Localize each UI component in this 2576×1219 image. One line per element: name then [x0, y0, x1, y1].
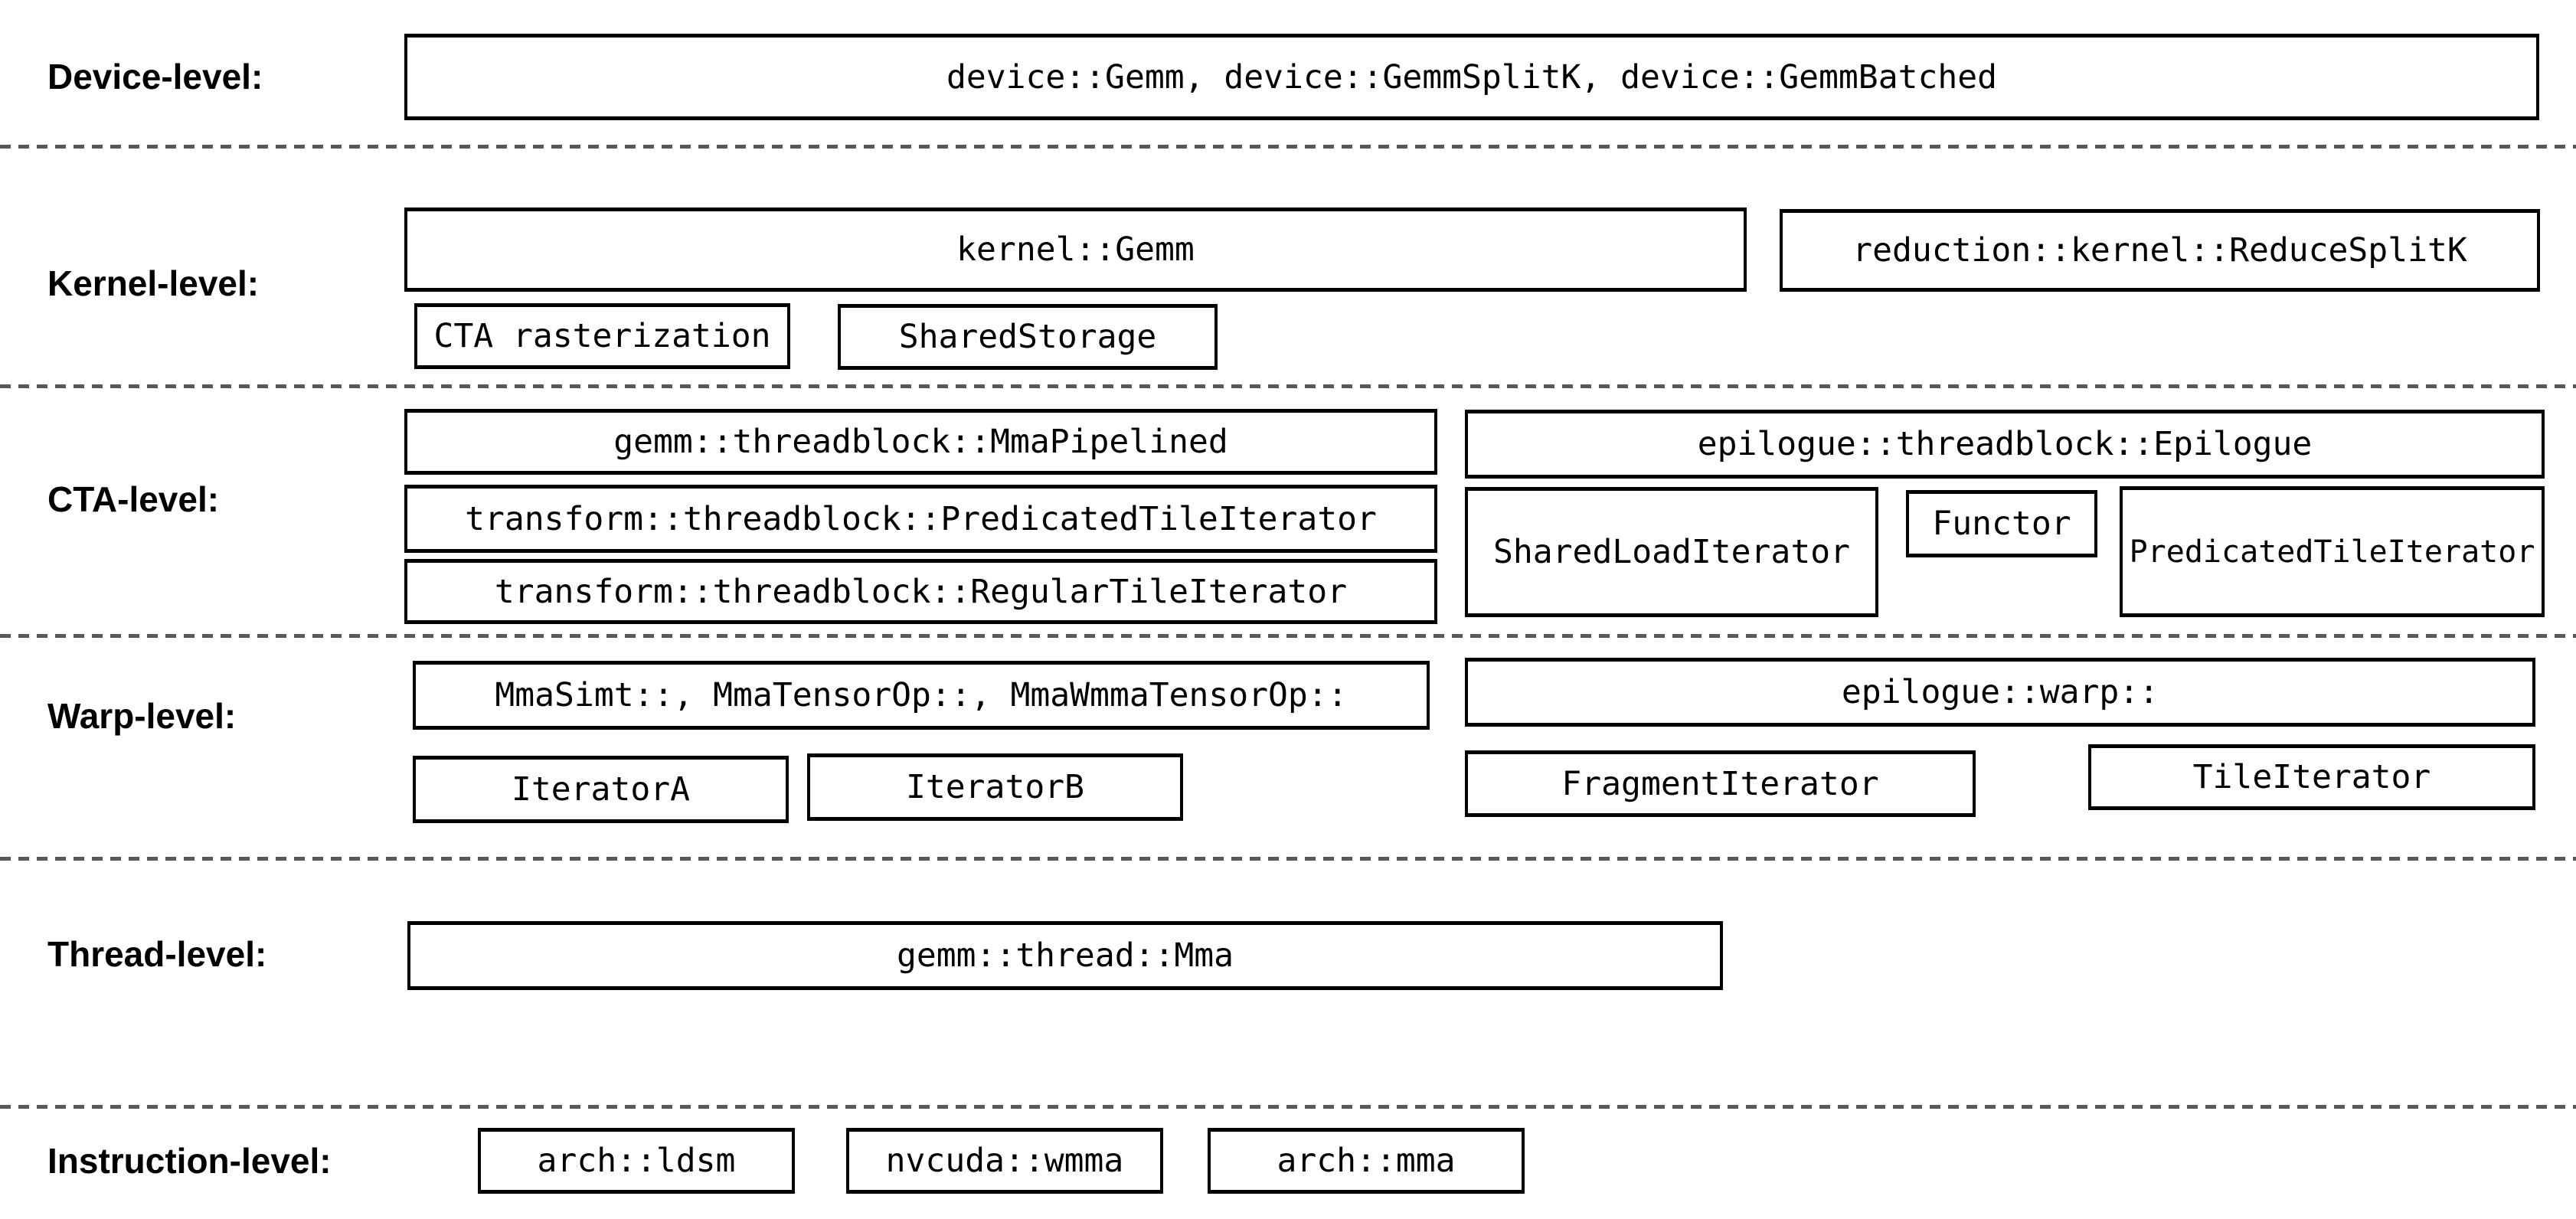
iterator-b-box: IteratorB — [807, 753, 1183, 821]
epilogue-threadblock-box: epilogue::threadblock::Epilogue — [1465, 410, 2545, 479]
cta-level-label: CTA-level: — [47, 479, 220, 519]
kernel-level-label: Kernel-level: — [47, 263, 260, 303]
divider-kernel-cta — [0, 384, 2576, 388]
instruction-level-label: Instruction-level: — [47, 1141, 332, 1181]
functor-box: Functor — [1906, 490, 2097, 557]
divider-warp-thread — [0, 857, 2576, 861]
epilogue-predicated-tile-iterator-box: PredicatedTileIterator — [2120, 486, 2545, 617]
thread-mma-box: gemm::thread::Mma — [407, 921, 1723, 990]
warp-level-label: Warp-level: — [47, 696, 237, 736]
divider-cta-warp — [0, 634, 2576, 638]
kernel-gemm-box: kernel::Gemm — [404, 208, 1747, 292]
device-level-label: Device-level: — [47, 57, 263, 96]
fragment-iterator-box: FragmentIterator — [1465, 750, 1976, 817]
reduce-splitk-box: reduction::kernel::ReduceSplitK — [1780, 209, 2540, 292]
arch-mma-box: arch::mma — [1208, 1128, 1525, 1194]
mma-pipelined-box: gemm::threadblock::MmaPipelined — [404, 409, 1437, 475]
iterator-a-box: IteratorA — [413, 756, 789, 823]
divider-device-kernel — [0, 145, 2576, 149]
warp-mma-ops-box: MmaSimt::, MmaTensorOp::, MmaWmmaTensorO… — [413, 661, 1430, 730]
regular-tile-iterator-box: transform::threadblock::RegularTileItera… — [404, 559, 1437, 624]
device-gemm-box: device::Gemm, device::GemmSplitK, device… — [404, 34, 2539, 120]
thread-level-label: Thread-level: — [47, 934, 267, 974]
nvcuda-wmma-box: nvcuda::wmma — [846, 1128, 1163, 1194]
divider-thread-instruction — [0, 1105, 2576, 1109]
epilogue-warp-box: epilogue::warp:: — [1465, 658, 2535, 727]
cta-rasterization-box: CTA rasterization — [414, 303, 790, 369]
tile-iterator-box: TileIterator — [2088, 744, 2535, 810]
predicated-tile-iterator-box: transform::threadblock::PredicatedTileIt… — [404, 485, 1437, 553]
shared-load-iterator-box: SharedLoadIterator — [1465, 487, 1878, 617]
arch-ldsm-box: arch::ldsm — [478, 1128, 795, 1194]
shared-storage-box: SharedStorage — [838, 304, 1218, 370]
